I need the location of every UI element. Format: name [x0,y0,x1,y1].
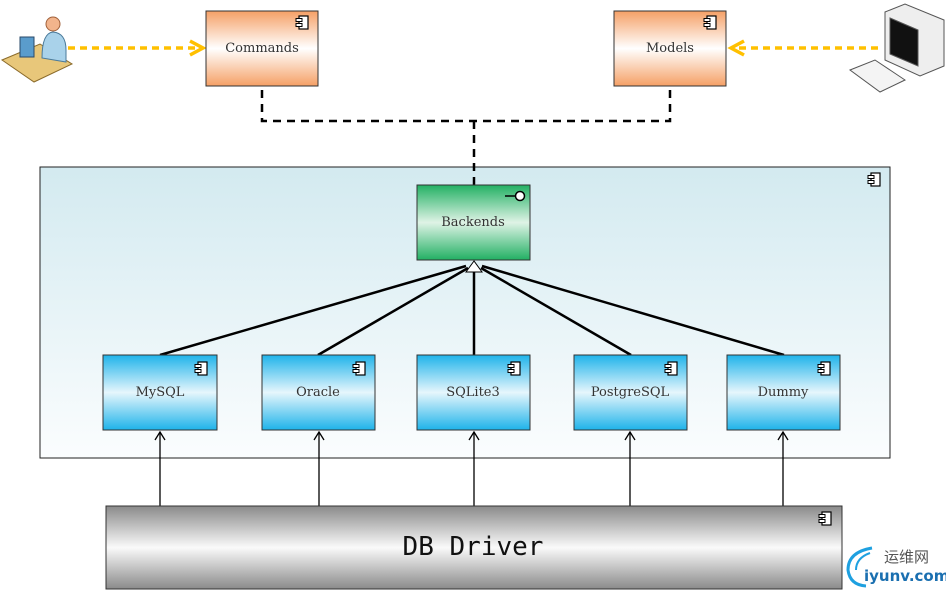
db-driver-label: DB Driver [403,532,544,562]
oracle-label: Oracle [296,385,340,400]
watermark-logo: 运维网 iyunv.com [846,546,946,588]
mysql-label: MySQL [136,385,185,400]
computer-terminal-icon [848,3,945,93]
sqlite3-label: SQLite3 [446,385,500,400]
watermark-cn: 运维网 [884,548,929,566]
commands-label: Commands [225,41,299,56]
component-sqlite3[interactable]: SQLite3 [416,354,531,431]
component-dummy[interactable]: Dummy [726,354,841,431]
component-models[interactable]: Models [613,10,727,87]
watermark-site: iyunv.com [864,567,946,585]
dummy-label: Dummy [758,385,809,400]
postgresql-label: PostgreSQL [591,385,670,400]
component-commands[interactable]: Commands [205,10,319,87]
component-db-driver[interactable]: DB Driver [105,505,843,590]
generalization-arrowhead [465,260,483,273]
component-oracle[interactable]: Oracle [261,354,376,431]
driver-arrows [154,430,789,506]
user-to-commands-arrow [68,39,207,57]
component-backends[interactable]: Backends [416,184,531,261]
user-at-computer-icon [0,16,74,83]
component-postgresql[interactable]: PostgreSQL [573,354,688,431]
terminal-to-models-arrow [727,39,878,57]
interface-icon [514,190,526,202]
dependency-connector [260,90,672,185]
backends-label: Backends [441,215,505,230]
generalization-lines [159,264,785,357]
models-label: Models [646,41,694,56]
component-mysql[interactable]: MySQL [102,354,218,431]
